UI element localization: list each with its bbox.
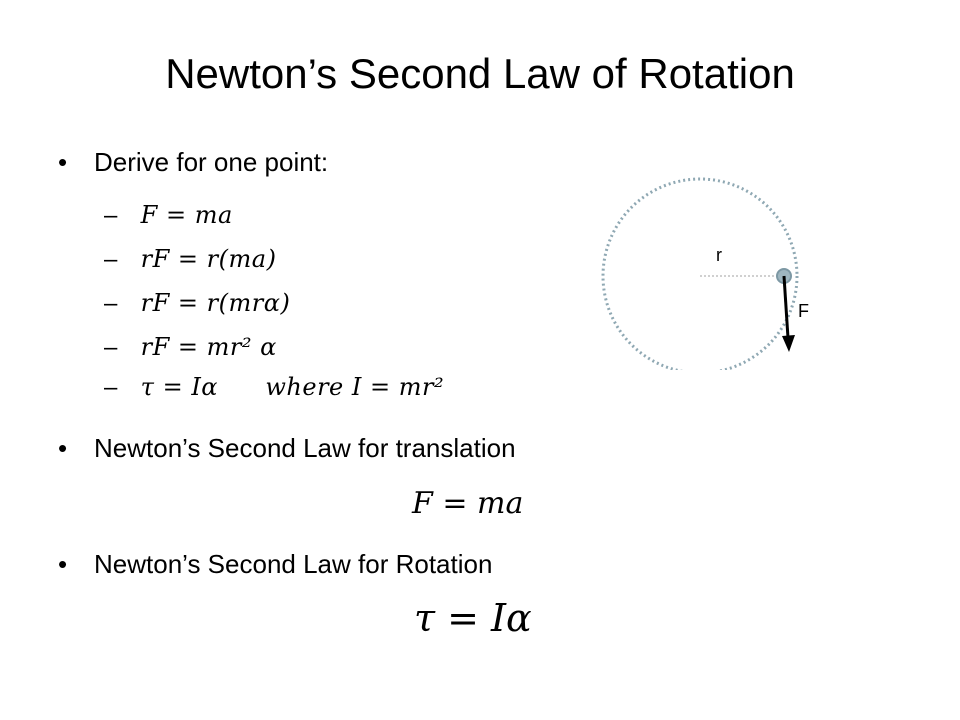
bullet-dot: •	[58, 147, 68, 177]
sub-dash: –	[104, 290, 118, 317]
derivation-step-1: – F = ma	[104, 200, 233, 231]
bullet-translation: • Newton’s Second Law for translation	[58, 432, 516, 464]
rotation-equation: τ = Iα	[414, 596, 532, 640]
force-arrowhead	[782, 335, 795, 352]
bullet-derive: • Derive for one point:	[58, 146, 329, 178]
orbit-circle	[601, 177, 799, 370]
bullet-dot: •	[58, 433, 68, 463]
force-label: F	[798, 301, 809, 321]
derivation-step-3: – rF = r(mrα)	[104, 288, 290, 319]
derivation-step-2: – rF = r(ma)	[104, 244, 276, 275]
sub-dash: –	[104, 246, 118, 273]
force-arrow-shaft	[782, 275, 790, 339]
equation-text: rF = mr² α	[140, 333, 277, 361]
equation-note: where I = mr²	[265, 373, 445, 401]
diagram-svg: r F	[601, 177, 809, 370]
rotation-diagram: r F	[580, 170, 830, 370]
equation-text: rF = r(mrα)	[140, 289, 291, 317]
slide-title: Newton’s Second Law of Rotation	[165, 50, 795, 97]
bullet-dot: •	[58, 549, 68, 579]
bullet-text: Newton’s Second Law for translation	[94, 433, 516, 463]
sub-dash: –	[104, 374, 118, 401]
derivation-step-4: – rF = mr² α	[104, 332, 277, 363]
sub-dash: –	[104, 334, 118, 361]
bullet-rotation: • Newton’s Second Law for Rotation	[58, 548, 493, 580]
bullet-text: Derive for one point:	[94, 147, 329, 177]
derivation-step-5: – τ = Iα where I = mr²	[104, 372, 444, 403]
equation-text: τ = Iα	[140, 373, 219, 401]
equation-text: F = ma	[140, 201, 233, 229]
bullet-text: Newton’s Second Law for Rotation	[94, 549, 493, 579]
equation-text: rF = r(ma)	[140, 245, 277, 273]
radius-label: r	[716, 245, 722, 265]
translation-equation: F = ma	[412, 486, 524, 521]
sub-dash: –	[104, 202, 118, 229]
